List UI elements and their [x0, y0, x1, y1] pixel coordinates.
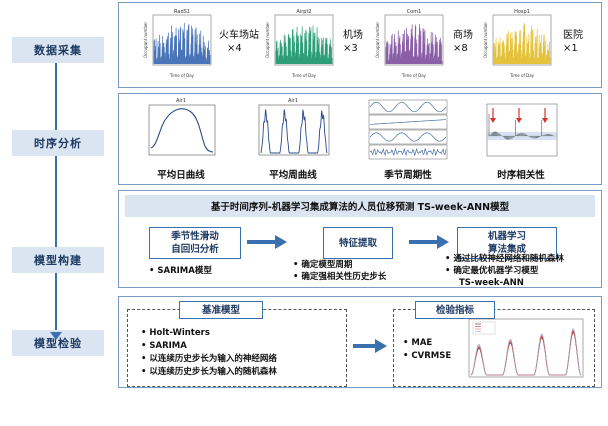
site-label-1: 火车场站×4 — [219, 30, 259, 54]
occupancy-series — [275, 25, 333, 65]
bullets-ml: • 通过比较神经网络和随机森林 • 确定最优机器学习模型 TS-week-ANN — [445, 254, 564, 288]
stage-column: 数据采集 时序分析 模型构建 模型检验 — [0, 0, 118, 426]
site-label-4: 医院×1 — [563, 30, 583, 54]
bullets-features: • 确定模型周期 • 确定强相关性历史步长 — [293, 260, 387, 282]
y-axis-label: Occupant number — [143, 22, 148, 58]
stage-connector-line — [55, 50, 57, 340]
site-label-2: 机场×3 — [343, 30, 363, 54]
arrow-2 — [409, 235, 449, 249]
site-label-3: 商场×8 — [453, 30, 473, 54]
occupancy-series — [385, 23, 443, 65]
section-model-validation: 基准模型 • Holt-Winters • SARIMA • 以连续历史步长为输… — [118, 296, 602, 388]
bullets-seasonal: • SARIMA模型 — [149, 266, 212, 276]
y-axis-label: Occupant number — [265, 22, 270, 58]
svg-text:Air1: Air1 — [176, 98, 186, 104]
caption-average-daily-curve: 平均日曲线 — [157, 170, 205, 181]
y-axis-label: Occupant number — [375, 22, 380, 58]
model-title-bar: 基于时间序列-机器学习集成算法的人员位移预测 TS-week-ANN模型 — [125, 195, 595, 217]
occupancy-series — [153, 22, 211, 65]
metrics-title: 检验指标 — [415, 301, 495, 319]
stage-arrow-head — [50, 332, 62, 340]
section-model-building: 基于时间序列-机器学习集成算法的人员位移预测 TS-week-ANN模型 季节性… — [118, 190, 602, 288]
y-axis-label: Occupant number — [483, 22, 488, 58]
average-daily-curve-chart: Air1 — [148, 98, 216, 156]
caption-average-weekly-curve: 平均周曲线 — [269, 170, 317, 181]
x-axis-label: Time of Day — [291, 73, 317, 78]
baseline-models-list: • Holt-Winters • SARIMA • 以连续历史步长为输入的神经网… — [141, 328, 277, 377]
baseline-models-title: 基准模型 — [179, 301, 263, 319]
caption-autocorrelation: 时序相关性 — [497, 170, 545, 181]
occupancy-series — [493, 23, 551, 65]
metrics-list: • MAE • CVRMSE — [403, 338, 452, 361]
autocorrelation-chart — [486, 103, 558, 157]
box-ml-ensemble: 机器学习算法集成 — [457, 227, 557, 259]
x-axis-label: Time of Day — [509, 73, 535, 78]
average-weekly-curve-chart: Air1 — [258, 98, 330, 156]
x-axis-label: Time of Day — [169, 73, 195, 78]
box-feature-extraction: 特征提取 — [323, 227, 393, 259]
arrow-3 — [353, 339, 387, 353]
prediction-comparison-chart — [468, 318, 584, 378]
box-seasonal-autoregression: 季节性滑动自回归分析 — [149, 227, 241, 259]
collection-chart-title: Com1 — [407, 9, 422, 15]
stage-model-building: 模型构建 — [12, 247, 104, 273]
collection-chart-title: Airpt2 — [296, 9, 311, 15]
collection-chart-title: RadS1 — [174, 9, 190, 15]
stage-time-series-analysis: 时序分析 — [12, 130, 104, 156]
stage-data-collection: 数据采集 — [12, 37, 104, 63]
caption-seasonal-periodicity: 季节周期性 — [384, 170, 432, 181]
collection-chart-title: Hosp1 — [514, 9, 530, 15]
svg-text:Air1: Air1 — [288, 98, 298, 104]
x-axis-label: Time of Day — [401, 73, 427, 78]
seasonal-periodicity-chart — [368, 99, 448, 160]
section-time-series-analysis: Air1 平均日曲线 Air1 平均周曲线 季节周期性 时序相关性 — [118, 93, 602, 185]
arrow-1 — [247, 235, 287, 249]
